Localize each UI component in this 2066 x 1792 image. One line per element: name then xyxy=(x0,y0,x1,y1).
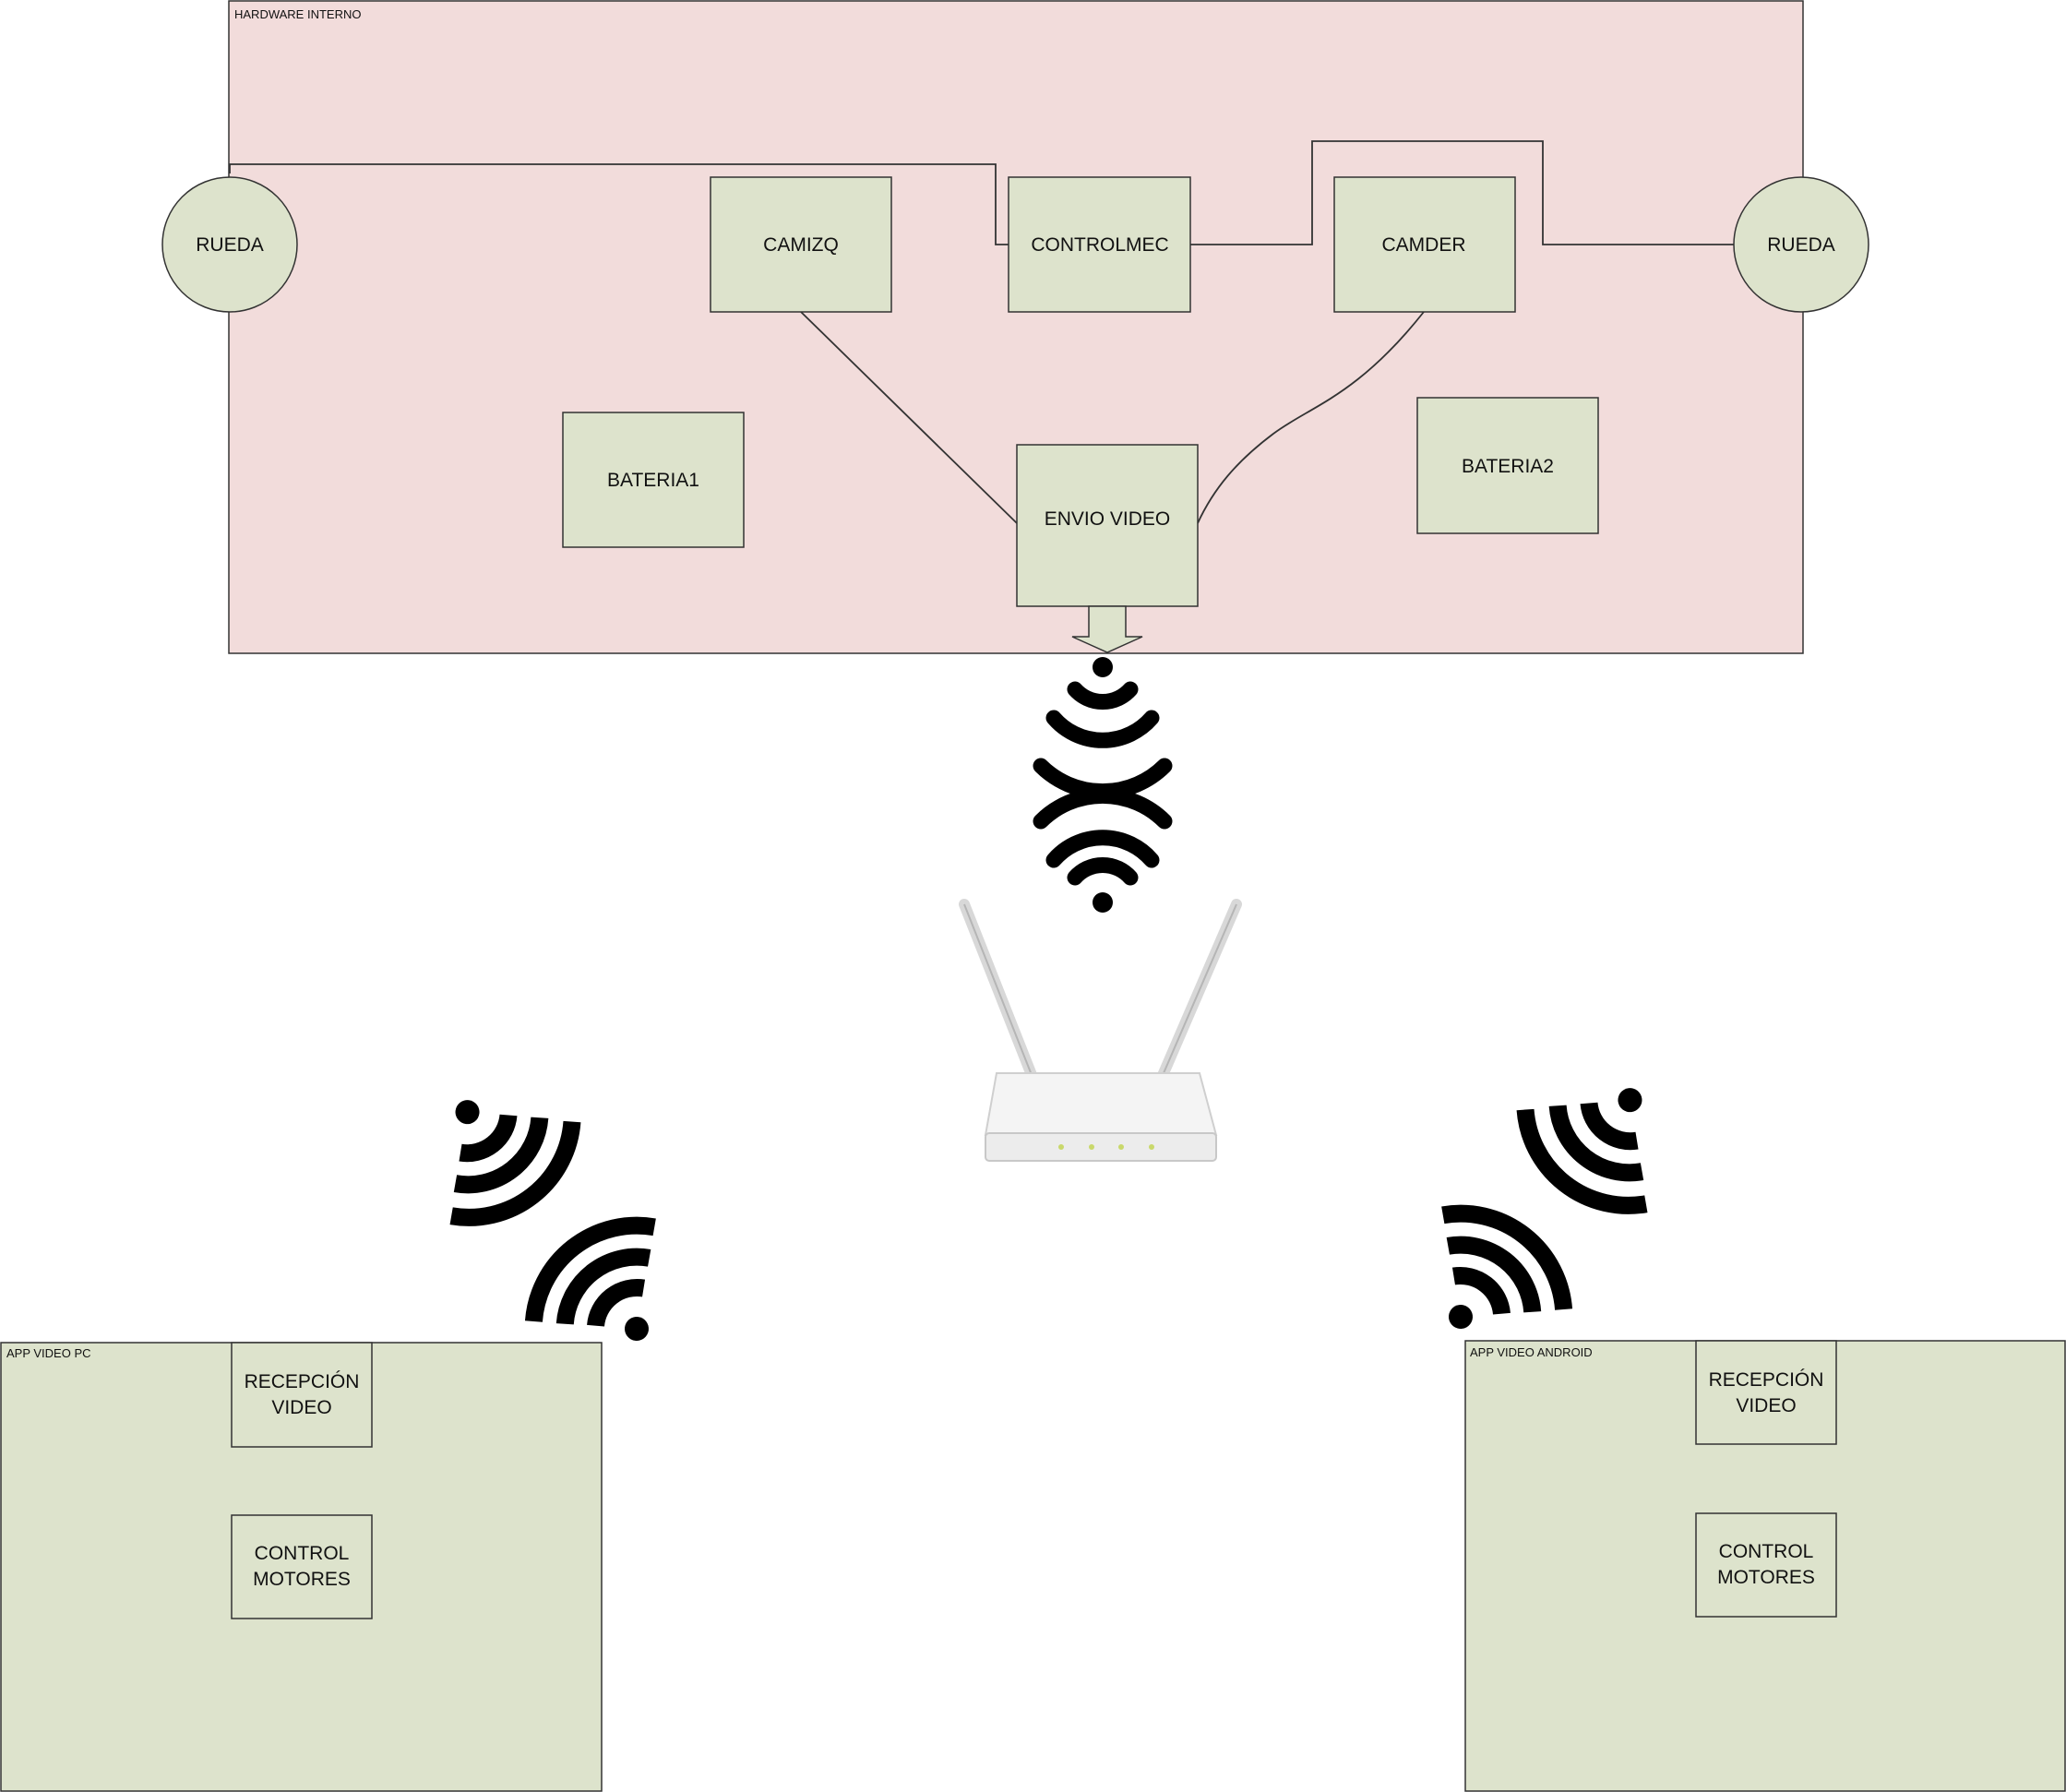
camder-box xyxy=(1333,176,1516,313)
camizq-box xyxy=(710,176,892,313)
envio-video-box xyxy=(1016,444,1199,607)
android-recepcion-block: RECEPCIÓN VIDEO xyxy=(1695,1340,1837,1445)
pc-control-label-line2: MOTORES xyxy=(253,1569,351,1590)
wifi-top-arc-4 xyxy=(1033,758,1173,800)
router-led-1 xyxy=(1058,1144,1064,1150)
router-body-top xyxy=(984,1072,1218,1136)
wifi-top-arc-3 xyxy=(1033,787,1173,830)
wifi-left-dot-2 xyxy=(455,1100,480,1125)
router-led-3 xyxy=(1118,1144,1124,1150)
android-recepcion-box xyxy=(1695,1340,1837,1445)
camder-label: CAMDER xyxy=(1381,234,1465,256)
wifi-right-arc-3 xyxy=(1441,1204,1573,1310)
bateria1-block: BATERIA1 xyxy=(562,412,745,548)
hardware-container: HARDWARE INTERNO xyxy=(228,0,1804,654)
rueda-left-circle xyxy=(161,176,298,313)
pc-recepcion-label-line2: VIDEO xyxy=(271,1397,331,1418)
android-control-label-line2: MOTORES xyxy=(1717,1567,1815,1588)
wifi-signal-top xyxy=(1033,657,1173,913)
wire-rueda-left-controlmec xyxy=(229,163,1009,245)
controlmec-label: CONTROLMEC xyxy=(1031,234,1168,256)
pc-recepcion-box xyxy=(231,1342,373,1448)
bateria1-box xyxy=(562,412,745,548)
router-antenna-left-edge xyxy=(963,903,1034,1081)
wifi-left-arc-1 xyxy=(587,1279,646,1327)
rueda-right: RUEDA xyxy=(1733,176,1869,313)
wifi-top-dot-2 xyxy=(1093,657,1113,677)
wifi-right-arc-2 xyxy=(1446,1236,1542,1313)
android-recepcion-label-line2: VIDEO xyxy=(1736,1395,1796,1416)
bateria2-label: BATERIA2 xyxy=(1462,456,1554,477)
wifi-left-dot xyxy=(625,1317,649,1341)
wifi-left-arc-2 xyxy=(555,1248,651,1325)
router-antenna-right-edge xyxy=(1160,903,1237,1081)
controlmec-block: CONTROLMEC xyxy=(1008,176,1191,313)
pc-control-block: CONTROL MOTORES xyxy=(231,1514,373,1619)
wifi-top-arc-5 xyxy=(1045,710,1160,748)
wifi-top-arc-2 xyxy=(1045,830,1160,868)
bateria1-label: BATERIA1 xyxy=(607,470,699,491)
wifi-top-dot xyxy=(1093,892,1113,913)
app-pc-container: APP VIDEO PC RECEPCIÓN VIDEO CONTROL MOT… xyxy=(0,1342,603,1792)
controlmec-box xyxy=(1008,176,1191,313)
connections xyxy=(229,140,1735,524)
wifi-top-arc-1 xyxy=(1067,857,1139,886)
app-pc-label: APP VIDEO PC xyxy=(6,1346,91,1360)
wifi-right-dot xyxy=(1449,1305,1473,1329)
wifi-left-arc-5 xyxy=(453,1117,549,1194)
envio-video-block: ENVIO VIDEO xyxy=(1016,444,1199,653)
wifi-right-arc-5 xyxy=(1548,1105,1644,1182)
pc-control-label-line1: CONTROL xyxy=(255,1543,350,1564)
android-control-box xyxy=(1695,1512,1837,1618)
envio-video-label: ENVIO VIDEO xyxy=(1045,508,1171,530)
camizq-block: CAMIZQ xyxy=(710,176,892,313)
rueda-right-circle xyxy=(1733,176,1869,313)
wifi-left-arc-3 xyxy=(524,1216,656,1322)
wire-controlmec-rueda-right xyxy=(1190,140,1735,245)
wifi-right-arc-1 xyxy=(1451,1267,1511,1315)
camder-block: CAMDER xyxy=(1333,176,1516,313)
camizq-label: CAMIZQ xyxy=(763,234,839,256)
wifi-top-arc-6 xyxy=(1067,681,1139,710)
pc-control-box xyxy=(231,1514,373,1619)
envio-video-arrow xyxy=(1071,605,1143,653)
android-recepcion-label-line1: RECEPCIÓN xyxy=(1709,1369,1824,1391)
wifi-signal-left xyxy=(449,1100,656,1341)
hardware-container-box xyxy=(228,0,1804,654)
wifi-right-dot-2 xyxy=(1618,1088,1642,1113)
router-led-4 xyxy=(1149,1144,1154,1150)
app-android-label: APP VIDEO ANDROID xyxy=(1470,1345,1593,1359)
android-control-label-line1: CONTROL xyxy=(1719,1541,1814,1562)
bateria2-box xyxy=(1416,397,1599,534)
wifi-signal-right xyxy=(1441,1088,1648,1329)
wifi-left-arc-6 xyxy=(459,1114,518,1163)
bateria2-block: BATERIA2 xyxy=(1416,397,1599,534)
wire-camder-envio xyxy=(1197,311,1425,524)
router-led-2 xyxy=(1089,1144,1094,1150)
router-body-front xyxy=(985,1132,1217,1162)
wifi-right-arc-4 xyxy=(1516,1108,1648,1214)
app-android-container: APP VIDEO ANDROID RECEPCIÓN VIDEO CONTRO… xyxy=(1464,1340,2066,1792)
rueda-right-label: RUEDA xyxy=(1767,234,1835,256)
wire-camizq-envio xyxy=(800,311,1018,524)
wifi-right-arc-6 xyxy=(1580,1102,1639,1151)
pc-recepcion-label-line1: RECEPCIÓN xyxy=(245,1371,360,1392)
rueda-left-label: RUEDA xyxy=(196,234,264,256)
android-control-block: CONTROL MOTORES xyxy=(1695,1512,1837,1618)
hardware-container-label: HARDWARE INTERNO xyxy=(234,7,361,21)
pc-recepcion-block: RECEPCIÓN VIDEO xyxy=(231,1342,373,1448)
router-icon xyxy=(959,899,1242,1162)
rueda-left: RUEDA xyxy=(161,176,298,313)
wifi-left-arc-4 xyxy=(449,1120,581,1226)
